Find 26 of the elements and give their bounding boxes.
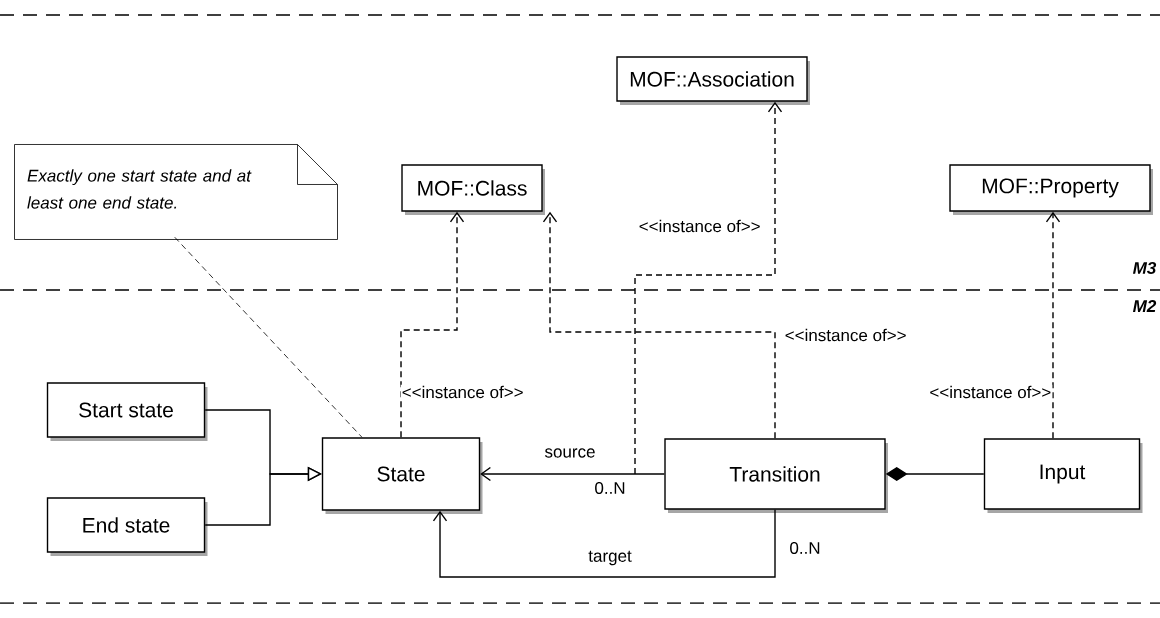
arrow xyxy=(1045,211,1061,439)
leader-line xyxy=(174,236,363,438)
class-box: Input xyxy=(983,438,1143,513)
layer-label: M2 xyxy=(1133,300,1157,312)
edge-label: <<instance of>> xyxy=(783,327,908,343)
multiplicity-label: 0..N xyxy=(790,541,820,554)
class-box: MOF::Association xyxy=(616,56,810,105)
arrow xyxy=(634,101,783,475)
class-box: End state xyxy=(46,497,208,556)
edge-label: target xyxy=(587,549,633,567)
class-box: State xyxy=(321,437,483,514)
edge-label: <<instance of>> xyxy=(400,384,525,400)
class-box: Transition xyxy=(664,438,888,513)
multiplicity-label: 0..N xyxy=(595,481,625,494)
edge-label: <<instance of>> xyxy=(637,218,762,234)
edge-label: <<instance of>> xyxy=(928,384,1053,400)
class-box: MOF::Property xyxy=(949,164,1153,215)
arrow xyxy=(480,466,665,482)
class-box: Start state xyxy=(46,382,208,441)
class-box: MOF::Class xyxy=(401,164,545,215)
note-box: Exactly one start state and at least one end state. xyxy=(14,144,338,240)
edge-label: source xyxy=(543,447,597,459)
layer-label: M3 xyxy=(1133,262,1157,274)
arrow xyxy=(542,211,776,439)
arrow xyxy=(432,509,776,578)
arrow xyxy=(400,211,465,438)
